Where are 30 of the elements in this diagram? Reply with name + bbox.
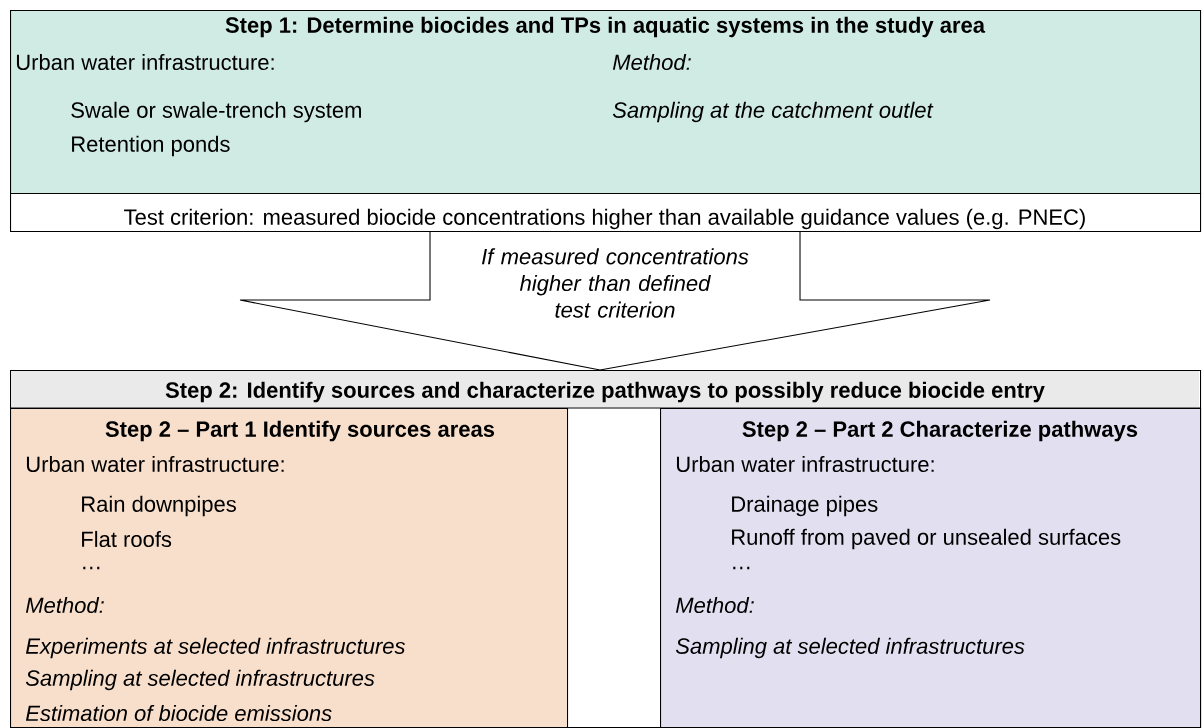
method-text: Method: [25,596,104,614]
text-line: Urban water infrastructure: [16,53,274,71]
text-line: Swale or swale-trench system [71,101,361,123]
method-text: Method: [612,53,691,71]
method-text: Sampling at the catchment outlet [612,101,934,123]
method-text: Experiments at selected infrastructures [25,637,406,659]
heading: Step 2 – Part 2 Characterize pathways [742,420,1138,442]
method-text: Estimation of biocide emissions [25,704,332,722]
edge-label: If measured concentrations higher than defined test criterion [482,248,749,318]
process-box [10,10,1202,195]
heading: Step 2 – Part 1 Identify sources areas [105,420,495,442]
text-line: … [733,566,750,570]
process-box [660,408,1202,728]
text-line: Drainage pipes [732,495,878,517]
method-text: Method: [675,596,754,614]
method-text: Sampling at selected infrastructures [25,669,375,691]
text-line: Retention ponds [72,135,230,157]
criterion-box [10,193,1202,233]
text-line: Urban water infrastructure: [676,455,934,473]
block-arrow [239,231,991,371]
process-box [10,408,569,728]
text-line: Test criterion: measured biocide concentrations higher than available guidance values (e.g. PNEC) [124,208,1085,230]
method-text: Sampling at selected infrastructures [675,637,1025,659]
text-line: Flat roofs [82,530,172,548]
text-line: Rain downpipes [82,495,236,517]
heading: Step 2: Identify sources and characterize pathways to possibly reduce biocide entry [165,381,1045,403]
text-line: Urban water infrastructure: [26,455,284,473]
text-line: … [83,566,100,570]
heading: Step 1: Determine biocides and TPs in aquatic systems in the study area [225,16,986,38]
text-line: Runoff from paved or unsealed surfaces [732,528,1121,550]
